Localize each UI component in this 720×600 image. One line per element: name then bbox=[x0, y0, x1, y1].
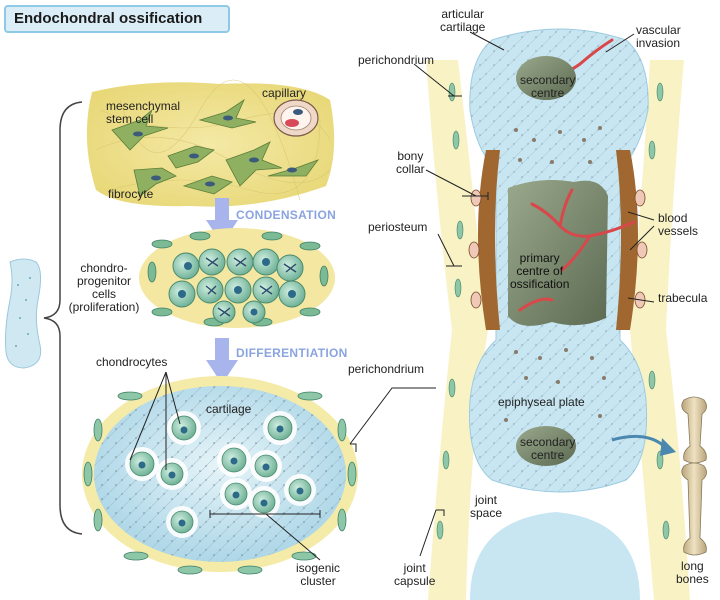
label-vascular-invasion: vascular invasion bbox=[636, 23, 681, 50]
label-perichondrium-mid: perichondrium bbox=[348, 362, 425, 376]
label-secondary-centre-top: secondary centre bbox=[520, 73, 576, 100]
secondary-centre-bottom bbox=[516, 426, 576, 466]
label-long-bones: long bones bbox=[676, 559, 709, 586]
step-condensation: CONDENSATION bbox=[236, 208, 337, 222]
label-fibrocyte: fibrocyte bbox=[108, 187, 154, 201]
long-bones-icon bbox=[681, 396, 707, 556]
cartilage-stage bbox=[82, 376, 358, 575]
label-secondary-centre-bottom: secondary centre bbox=[520, 435, 576, 462]
label-joint-capsule: joint capsule bbox=[394, 561, 436, 588]
step-differentiation: DIFFERENTIATION bbox=[236, 346, 348, 360]
bone-sketch-icon bbox=[5, 258, 42, 369]
label-mesenchymal: mesenchymal stem cell bbox=[106, 99, 181, 126]
diagram-title: Endochondral ossification bbox=[4, 5, 230, 33]
label-bony-collar: bony collar bbox=[396, 149, 425, 176]
label-blood-vessels: blood vessels bbox=[658, 211, 699, 238]
long-bone bbox=[426, 28, 690, 600]
label-perichondrium-top: perichondrium bbox=[358, 53, 435, 67]
label-primary-centre: primary centre of ossification bbox=[510, 251, 570, 291]
label-chondrocytes: chondrocytes bbox=[96, 355, 168, 369]
label-isogenic-cluster: isogenic cluster bbox=[296, 561, 341, 588]
condensation-stage bbox=[139, 228, 335, 328]
left-leaders bbox=[129, 371, 436, 561]
label-articular-cartilage: articular cartilage bbox=[440, 7, 486, 34]
label-trabecula: trabecula bbox=[658, 291, 708, 305]
secondary-centre-top bbox=[516, 56, 576, 100]
label-epiphyseal-plate: epiphyseal plate bbox=[498, 395, 585, 409]
label-cartilage: cartilage bbox=[206, 402, 252, 416]
label-periosteum: periosteum bbox=[368, 220, 428, 234]
right-leaders bbox=[413, 31, 655, 557]
mesenchyme-stage bbox=[86, 79, 335, 207]
label-chondroprogenitor: chondro- progenitor cells (proliferation… bbox=[68, 261, 140, 314]
label-joint-space: joint space bbox=[470, 493, 503, 520]
label-capillary: capillary bbox=[262, 86, 307, 100]
stage-bracket bbox=[43, 101, 83, 535]
differentiation-arrow bbox=[206, 338, 238, 384]
